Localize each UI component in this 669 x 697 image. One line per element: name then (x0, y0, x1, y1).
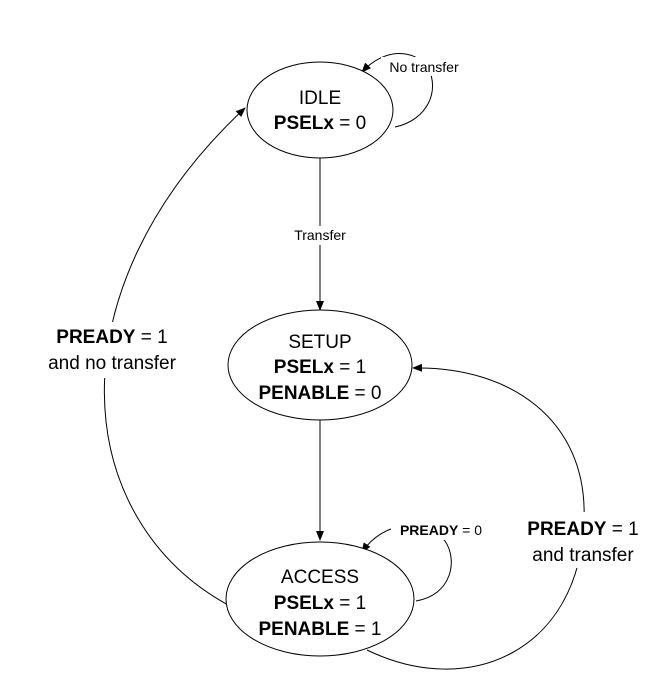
idle-to-setup-label: Transfer (294, 227, 346, 243)
state-setup-signal-2-value: = 0 (349, 383, 381, 404)
state-setup-signal-2: PENABLE = 0 (258, 383, 381, 404)
access-self-loop-signal: PREADY (400, 522, 459, 538)
state-idle-signal: PSELx = 0 (274, 113, 366, 134)
access-self-loop-arrow (361, 525, 452, 602)
state-idle: IDLE PSELx = 0 (246, 61, 394, 159)
access-to-setup-signal: PREADY (527, 519, 607, 540)
access-self-loop-value: = 0 (458, 522, 482, 538)
state-access-signal-2: PENABLE = 1 (258, 619, 381, 640)
state-idle-signal-name: PSELx (274, 113, 335, 134)
idle-self-loop-label-bg (381, 57, 467, 76)
access-to-idle-label-bg (34, 322, 194, 378)
access-to-idle-signal: PREADY (56, 327, 136, 348)
access-self-loop-label: PREADY = 0 (400, 522, 482, 538)
access-to-setup-label-line1: PREADY = 1 (527, 519, 638, 540)
state-access-signal-1-value: = 1 (334, 593, 366, 614)
access-to-setup-label-line2: and transfer (532, 545, 634, 566)
access-to-setup-value: = 1 (606, 519, 638, 540)
idle-to-setup-label-bg (288, 226, 352, 245)
state-idle-ellipse (246, 61, 394, 159)
state-setup: SETUP PSELx = 1 PENABLE = 0 (227, 309, 413, 421)
access-to-idle-label-line2: and no transfer (48, 353, 176, 374)
state-setup-signal-1-name: PSELx (274, 357, 335, 378)
state-setup-signal-1: PSELx = 1 (274, 357, 366, 378)
idle-self-loop-label: No transfer (389, 59, 459, 75)
state-idle-signal-value: = 0 (334, 113, 366, 134)
access-to-idle-label-line1: PREADY = 1 (56, 327, 167, 348)
state-access: ACCESS PSELx = 1 PENABLE = 1 (225, 541, 415, 657)
access-to-idle-arrow (103, 107, 246, 607)
state-access-ellipse (225, 541, 415, 657)
access-self-loop-label-bg (391, 521, 493, 540)
state-setup-name: SETUP (288, 332, 351, 353)
state-access-signal-2-name: PENABLE (258, 619, 349, 640)
state-access-name: ACCESS (281, 567, 359, 588)
state-setup-signal-1-value: = 1 (334, 357, 366, 378)
access-to-idle-value: = 1 (135, 327, 167, 348)
state-access-signal-2-value: = 1 (349, 619, 381, 640)
state-access-signal-1-name: PSELx (274, 593, 335, 614)
state-idle-name: IDLE (299, 88, 341, 109)
state-access-signal-1: PSELx = 1 (274, 593, 366, 614)
state-setup-signal-2-name: PENABLE (258, 383, 349, 404)
state-setup-ellipse (227, 309, 413, 421)
access-to-setup-label-bg (516, 512, 652, 568)
